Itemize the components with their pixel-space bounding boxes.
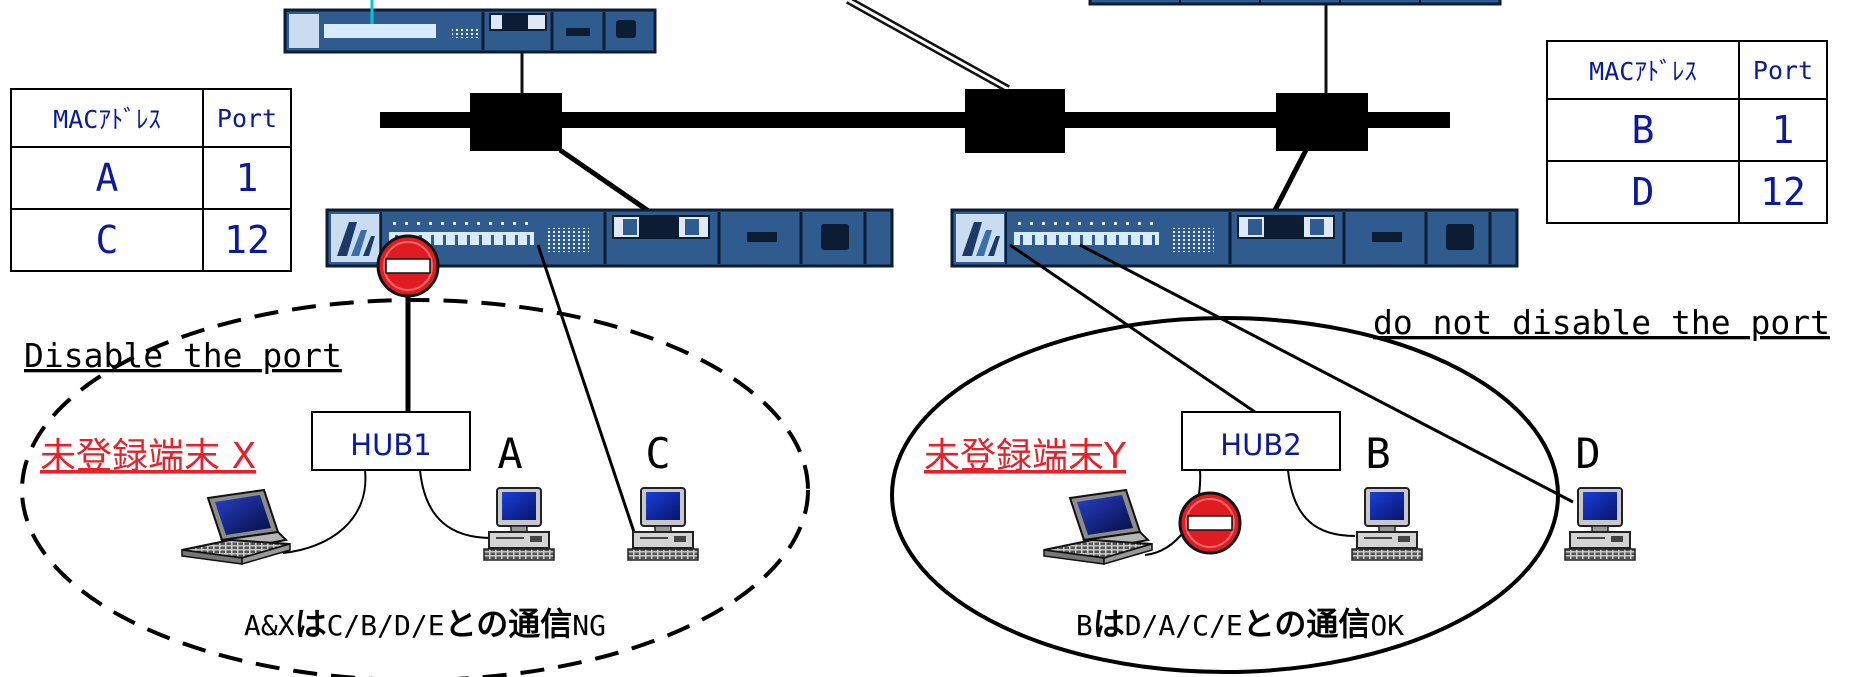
segment-left-outline xyxy=(20,298,810,677)
bus-tap-middle xyxy=(965,89,1065,153)
mac-table-left: MACｱﾄﾞﾚｽ Port A 1 C 12 xyxy=(10,88,292,272)
pc-icon xyxy=(627,487,699,561)
table-cell: C xyxy=(10,208,204,272)
table-row: D 12 xyxy=(1546,160,1828,224)
label-host-b: B xyxy=(1365,429,1390,478)
hub2-box xyxy=(1181,411,1341,471)
label-unregistered-x: 未登録端末 X xyxy=(40,436,256,477)
label-hub2: HUB2 xyxy=(1220,428,1301,462)
table-row: C 12 xyxy=(10,208,292,272)
segment-right-outline xyxy=(890,316,1560,674)
column-header: Port xyxy=(1738,40,1828,100)
hub1-box xyxy=(311,411,471,471)
stop-sign-icon xyxy=(376,234,440,298)
table-header: MACｱﾄﾞﾚｽ Port xyxy=(10,88,292,148)
pc-icon xyxy=(483,487,555,561)
table-cell: A xyxy=(10,146,204,210)
label-host-d: D xyxy=(1575,429,1600,478)
top-switch-right xyxy=(1088,0,1502,6)
column-header: Port xyxy=(202,88,292,148)
laptop-icon xyxy=(1043,489,1153,565)
column-header: MACｱﾄﾞﾚｽ xyxy=(1546,40,1740,100)
column-header: MACｱﾄﾞﾚｽ xyxy=(10,88,204,148)
label-host-c: C xyxy=(645,429,670,478)
bus-tap-right xyxy=(1276,93,1368,151)
table-cell: B xyxy=(1546,98,1740,162)
pc-icon xyxy=(1351,487,1423,561)
label-hub1: HUB1 xyxy=(350,428,431,462)
table-row: B 1 xyxy=(1546,98,1828,162)
top-switch-left xyxy=(283,8,657,54)
mac-table-right: MACｱﾄﾞﾚｽ Port B 1 D 12 xyxy=(1546,40,1828,224)
caption-right: BはD/A/C/Eとの通信OK xyxy=(1076,605,1404,643)
label-do-not-disable-port: do not disable the port xyxy=(1373,303,1830,342)
label-host-a: A xyxy=(497,429,522,478)
table-header: MACｱﾄﾞﾚｽ Port xyxy=(1546,40,1828,100)
table-cell: 12 xyxy=(202,208,292,272)
table-cell: D xyxy=(1546,160,1740,224)
table-cell: 1 xyxy=(202,146,292,210)
bus-tap-left xyxy=(470,93,562,151)
stop-sign-icon xyxy=(1178,491,1242,555)
laptop-icon xyxy=(181,489,291,565)
label-unregistered-y: 未登録端末Y xyxy=(924,436,1127,477)
table-cell: 12 xyxy=(1738,160,1828,224)
caption-left: A&XはC/B/D/Eとの通信NG xyxy=(244,605,606,643)
label-disable-port: Disable the port xyxy=(24,336,342,375)
edge-switch-right xyxy=(950,208,1519,268)
pc-icon xyxy=(1564,487,1636,561)
table-row: A 1 xyxy=(10,146,292,210)
table-cell: 1 xyxy=(1738,98,1828,162)
